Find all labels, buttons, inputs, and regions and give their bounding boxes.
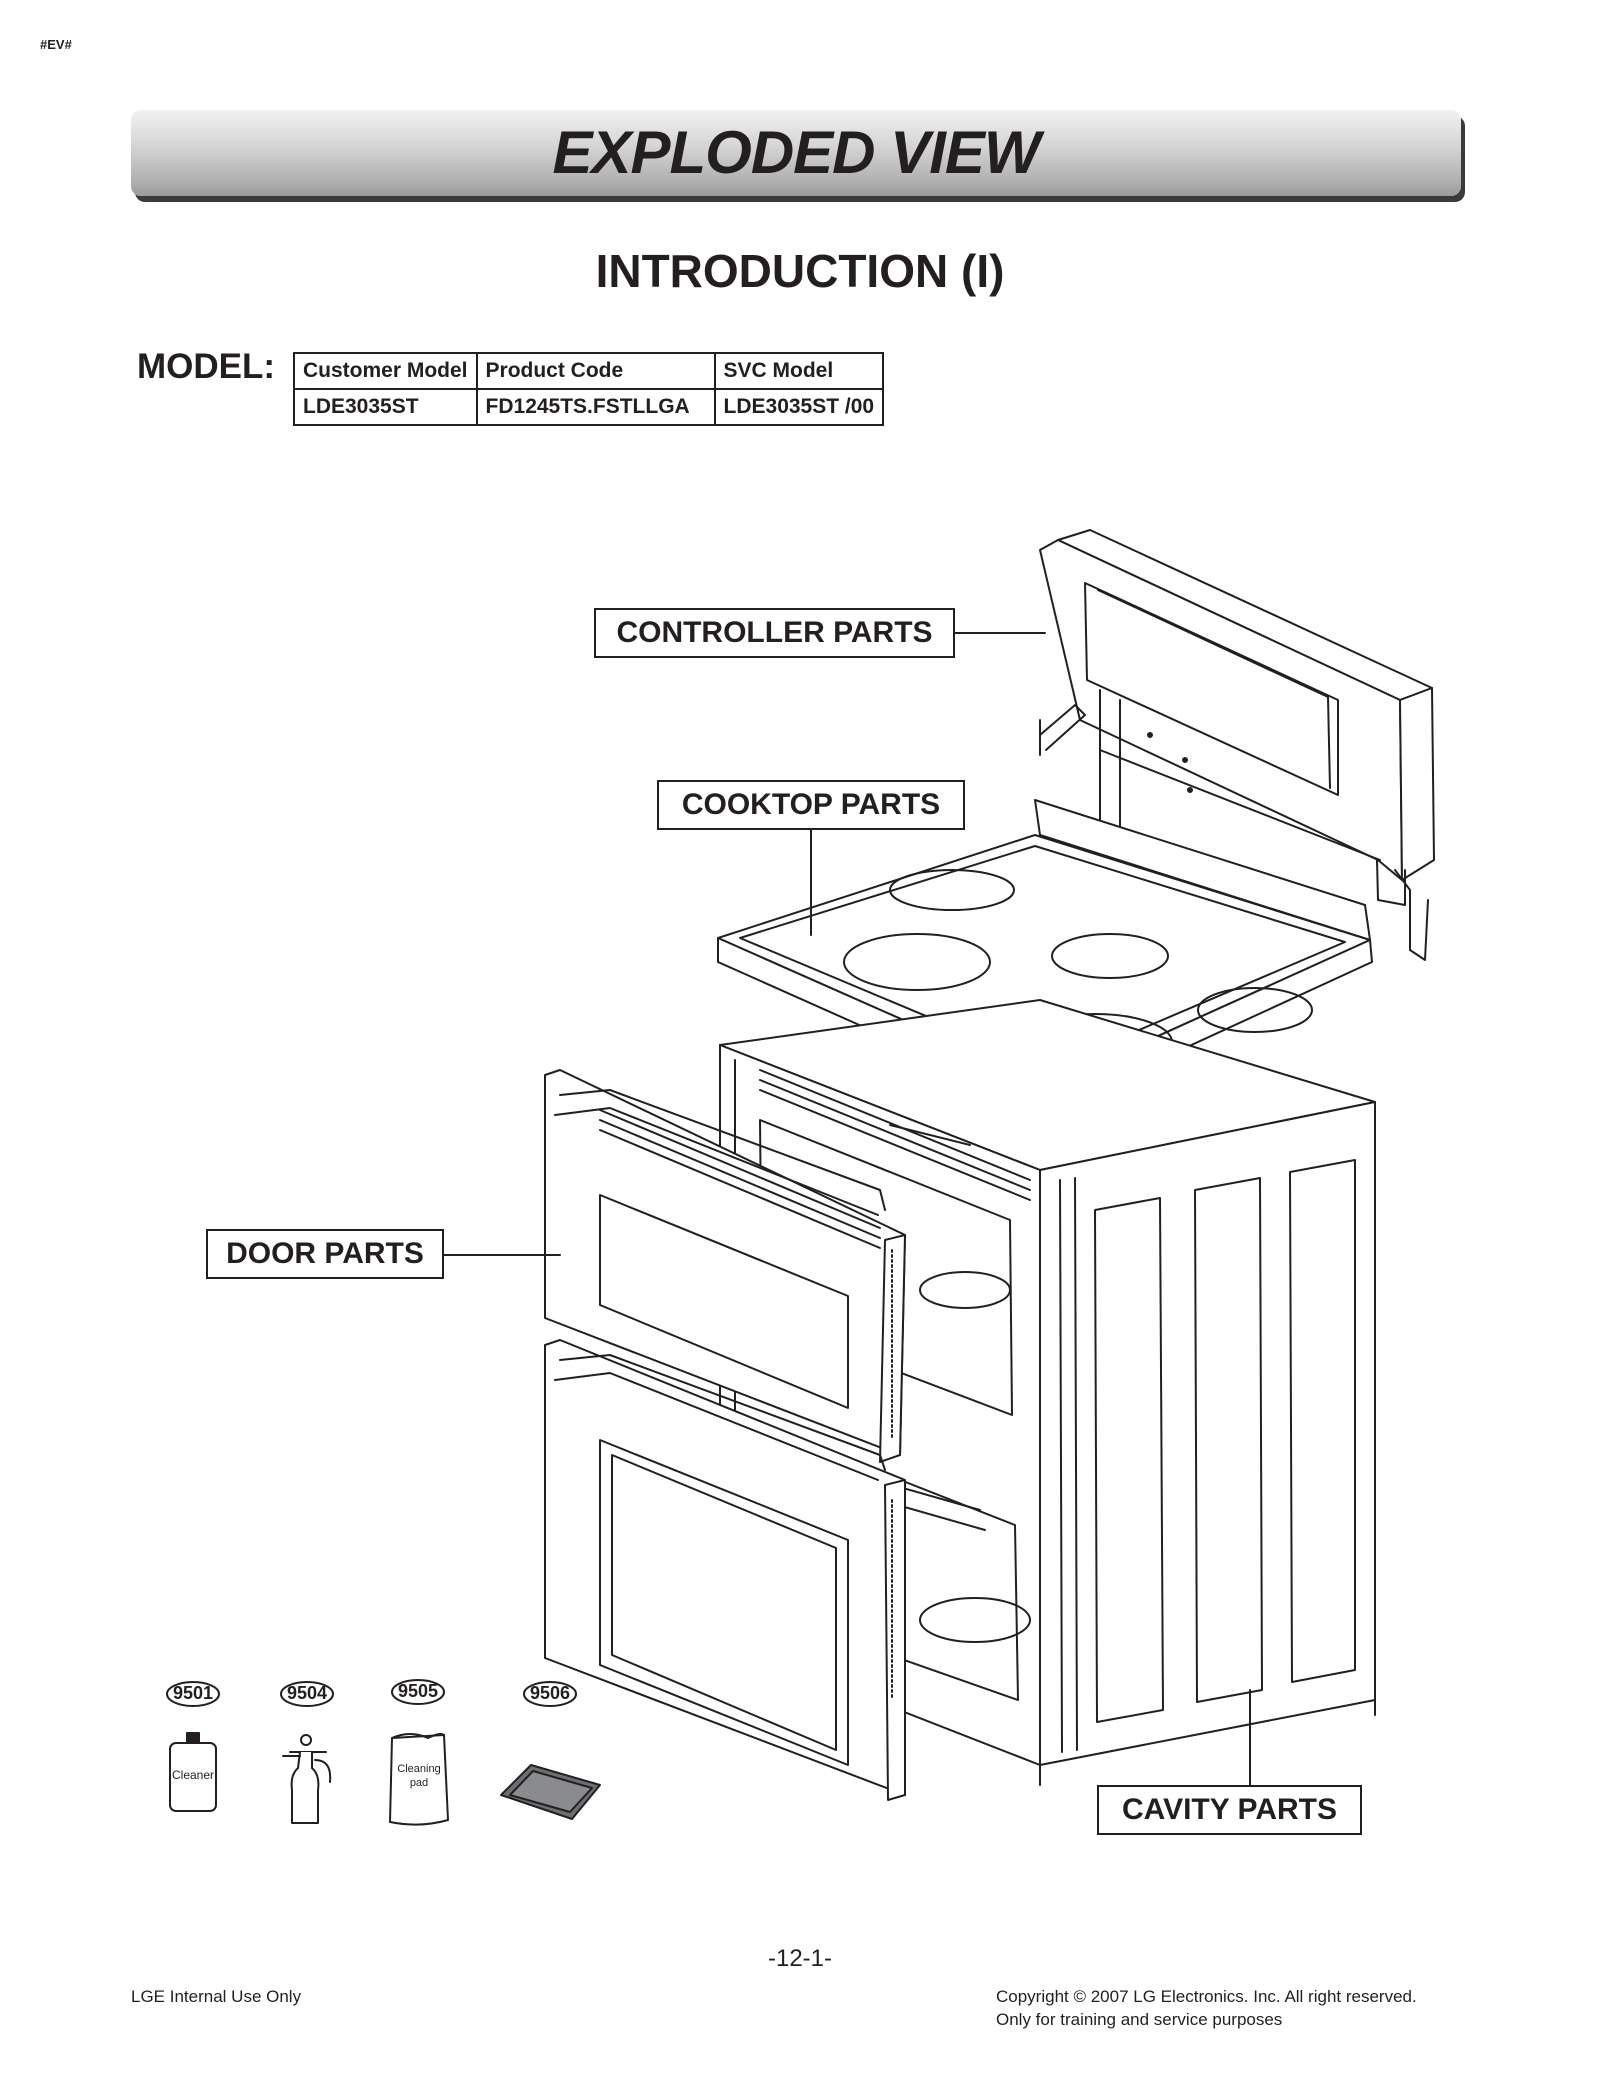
cavity-parts-label: CAVITY PARTS	[1097, 1785, 1362, 1835]
accessory-cleaning-pad	[389, 1679, 449, 1826]
page-number: -12-1-	[767, 1945, 833, 1972]
controller-parts-label: CONTROLLER PARTS	[594, 608, 955, 658]
cleaner-label: Cleaner	[171, 1768, 215, 1782]
model-table-header-row: Customer Model Product Code SVC Model	[293, 352, 885, 390]
cooktop-parts-label: COOKTOP PARTS	[657, 780, 965, 830]
document-tag: #EV#	[40, 37, 72, 52]
lower-door	[544, 1339, 906, 1801]
upper-door	[544, 1069, 906, 1463]
model-label: MODEL:	[137, 347, 276, 386]
model-table: Customer Model Product Code SVC Model LD…	[293, 352, 885, 426]
footer-copyright-line2: Only for training and service purposes	[996, 2010, 1283, 2029]
table-cell: LDE3035ST /00	[713, 388, 885, 426]
title-banner	[131, 110, 1461, 196]
column-header: Product Code	[475, 352, 716, 390]
accessory-code: 9501	[172, 1683, 214, 1703]
accessory-code: 9505	[397, 1681, 439, 1701]
column-header: Customer Model	[293, 352, 478, 390]
page-title: EXPLODED VIEW	[552, 119, 1040, 186]
accessory-spray-bottle	[280, 1681, 334, 1824]
accessory-code: 9504	[286, 1683, 328, 1703]
footer-copyright-line1: Copyright © 2007 LG Electronics. Inc. Al…	[996, 1987, 1417, 2006]
section-subtitle: INTRODUCTION (I)	[595, 245, 1005, 297]
cleaning-pad-label-line1: Cleaning	[397, 1763, 441, 1775]
accessory-code: 9506	[529, 1683, 571, 1703]
accessory-cleaner	[166, 1681, 220, 1812]
door-parts-label: DOOR PARTS	[206, 1229, 444, 1279]
footer-internal-use: LGE Internal Use Only	[131, 1987, 302, 2006]
table-cell: FD1245TS.FSTLLGA	[475, 388, 716, 426]
model-table-row: LDE3035ST FD1245TS.FSTLLGA LDE3035ST /00	[293, 388, 885, 426]
table-cell: LDE3035ST	[293, 388, 478, 426]
cleaning-pad-label-line2: pad	[409, 1777, 429, 1789]
column-header: SVC Model	[713, 352, 885, 390]
accessory-scrub-pad	[500, 1681, 601, 1820]
